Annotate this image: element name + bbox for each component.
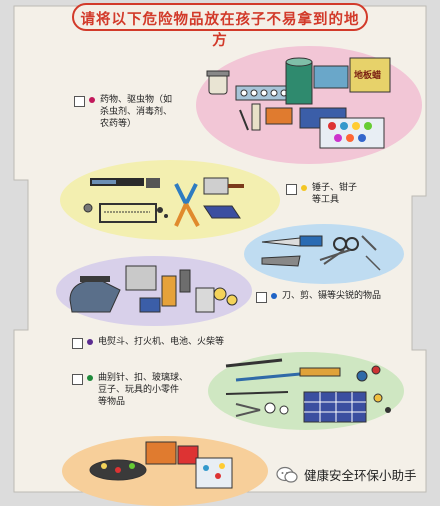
floor-wax-label: 地板蜡 xyxy=(354,71,382,81)
title-banner: 请将以下危险物品放在孩子不易拿到的地方 xyxy=(72,3,368,49)
item-medicine: 药物、驱虫物（如 杀虫剂、消毒剂、 农药等） xyxy=(74,94,172,130)
appliances-illustration xyxy=(69,265,238,313)
item-checkbox[interactable] xyxy=(72,374,83,385)
small-parts-illustration xyxy=(225,358,391,423)
watermark: 健康安全环保小助手 xyxy=(276,465,417,484)
sharp-objects-blob xyxy=(244,224,404,284)
bullet-dot xyxy=(301,185,307,191)
safety-poster: 请将以下危险物品放在孩子不易拿到的地方 地板蜡 xyxy=(13,3,427,506)
item-sharp-objects: 刀、剪、镊等尖锐的物品 xyxy=(256,290,381,303)
wechat-icon xyxy=(276,466,298,483)
tools-illustration xyxy=(83,177,244,227)
bullet-dot xyxy=(89,97,95,103)
item-checkbox[interactable] xyxy=(72,338,83,349)
item-label: 刀、剪、镊等尖锐的物品 xyxy=(282,291,382,301)
item-label: 电熨斗、打火机、电池、火柴等 xyxy=(98,337,225,347)
item-checkbox[interactable] xyxy=(286,184,297,195)
item-appliances: 电熨斗、打火机、电池、火柴等 xyxy=(72,336,224,349)
medicine-illustration xyxy=(206,57,391,149)
item-tools: 锤子、钳子 等工具 xyxy=(286,182,357,206)
item-checkbox[interactable] xyxy=(256,292,267,303)
item-checkbox[interactable] xyxy=(74,96,85,107)
bullet-dot xyxy=(87,375,93,381)
watermark-text: 健康安全环保小助手 xyxy=(304,468,417,483)
bullet-dot xyxy=(271,293,277,299)
item-label: 药物、驱虫物（如 杀虫剂、消毒剂、 农药等） xyxy=(100,95,173,129)
bullet-dot xyxy=(87,339,93,345)
sharp-objects-illustration xyxy=(261,235,381,271)
item-label: 锤子、钳子 等工具 xyxy=(312,183,358,205)
bottom-illustration xyxy=(89,441,233,489)
page-title: 请将以下危险物品放在孩子不易拿到的地方 xyxy=(80,12,360,49)
item-small-parts: 曲别针、扣、玻璃球、 豆子、玩具的小零件 等物品 xyxy=(72,372,188,408)
item-label: 曲别针、扣、玻璃球、 豆子、玩具的小零件 等物品 xyxy=(98,373,189,407)
tools-blob xyxy=(60,160,280,240)
